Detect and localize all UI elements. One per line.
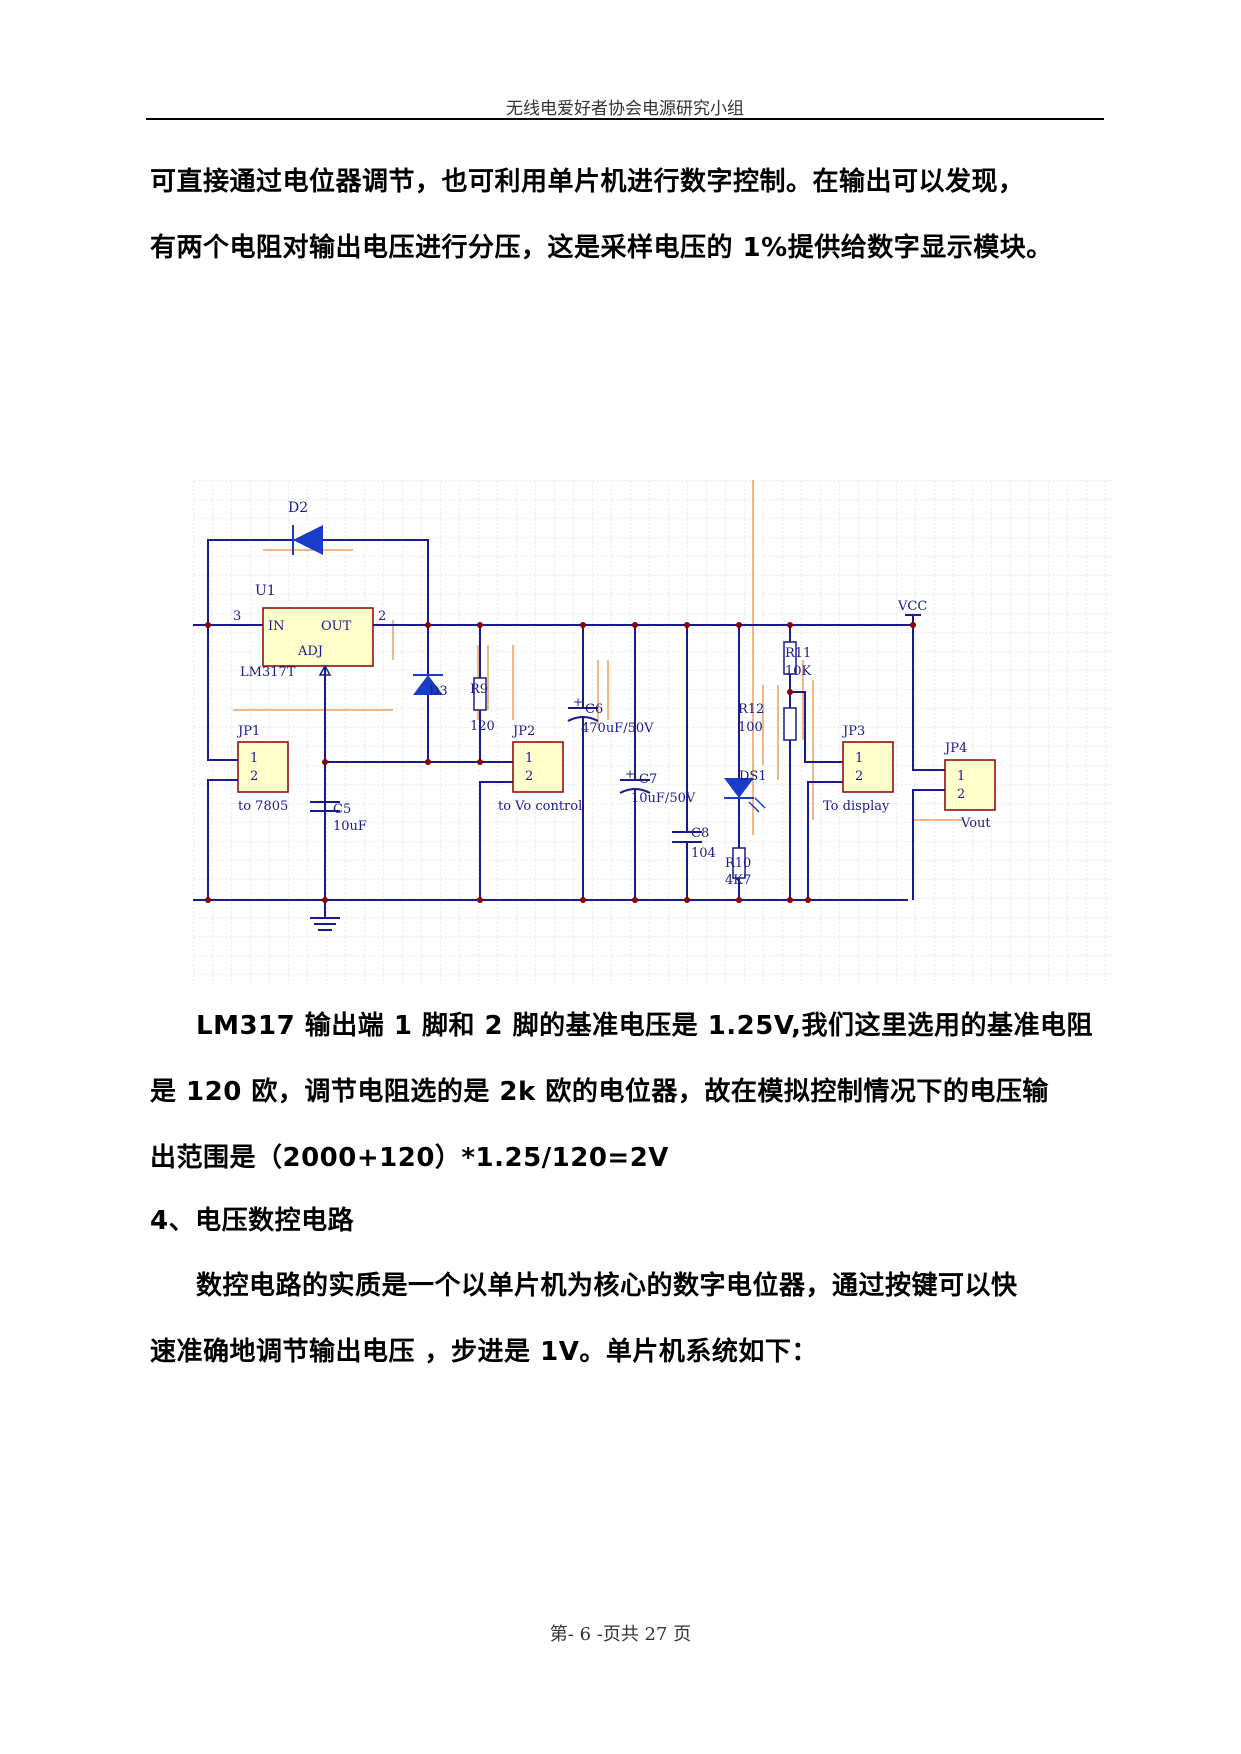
regulator-u1 [262, 607, 374, 667]
circuit-schematic: D2 U1 3 2 IN OUT ADJ LM317T D3 R9 120 + … [193, 480, 1113, 985]
label-d3: D3 [429, 684, 448, 699]
label-r11: R11 [785, 646, 811, 661]
label-r10: R10 [725, 856, 751, 871]
jp3-pin-1: 1 [855, 751, 863, 766]
capacitor-c7 [619, 779, 651, 794]
highlight-marks [233, 480, 963, 835]
label-c5: C5 [333, 802, 351, 817]
label-c8: C8 [691, 826, 709, 841]
page-footer: 第- 6 -页共 27 页 [549, 1624, 692, 1645]
resistor-r9 [473, 677, 487, 711]
label-jp4: JP4 [943, 741, 967, 756]
paragraph-3-line-2: 速准确地调节输出电压 ，步进是 1V。单片机系统如下： [150, 1337, 818, 1367]
paragraph-1: 可直接通过电位器调节，也可利用单片机进行数字控制。在输出可以发现， 有两个电阻对… [150, 149, 1105, 281]
label-adj: ADJ [297, 644, 323, 659]
paragraph-3-line-1: 数控电路的实质是一个以单片机为核心的数字电位器，通过按键可以快 [196, 1271, 1018, 1301]
label-vcc: VCC [897, 599, 927, 614]
resistor-r12 [783, 707, 797, 741]
adj-arrow-icon [318, 664, 332, 676]
label-c5-value: 10uF [333, 819, 367, 834]
diode-d3 [413, 674, 443, 695]
page-header: 无线电爱好者协会电源研究小组 [506, 99, 744, 119]
paragraph-2-line-1: LM317 输出端 1 脚和 2 脚的基准电压是 1.25V,我们这里选用的基准… [196, 1011, 1094, 1041]
connector-jp4 [944, 759, 996, 811]
connector-jp1 [237, 741, 289, 793]
jp1-pin-1: 1 [250, 751, 258, 766]
jp2-pin-2: 2 [525, 769, 533, 784]
paragraph-3: 数控电路的实质是一个以单片机为核心的数字电位器，通过按键可以快 速准确地调节输出… [150, 1253, 1105, 1385]
connector-jp3 [842, 741, 894, 793]
label-r11-value: 10K [785, 664, 812, 679]
label-pin3: 3 [233, 609, 241, 624]
label-in: IN [268, 619, 285, 634]
label-lm317t: LM317T [240, 665, 296, 680]
paragraph-1-line-1: 可直接通过电位器调节，也可利用单片机进行数字控制。在输出可以发现， [150, 167, 1025, 197]
section-heading: 4、电压数控电路 [150, 1206, 355, 1236]
capacitor-c8 [672, 831, 702, 843]
c7-plus: + [625, 767, 635, 781]
paragraph-2-line-3: 出范围是（2000+120）*1.25/120=2V [150, 1143, 669, 1173]
jp4-pin-2: 2 [957, 787, 965, 802]
label-r9: R9 [470, 682, 488, 697]
jp2-pin-1: 1 [525, 751, 533, 766]
resistor-r10 [732, 847, 746, 879]
label-c7-value: 10uF/50V [631, 791, 696, 806]
label-jp4-desc: Vout [960, 816, 991, 831]
label-r10-value: 4K7 [725, 873, 751, 888]
resistor-r11 [783, 641, 797, 675]
paragraph-1-line-2: 有两个电阻对输出电压进行分压，这是采样电压的 1%提供给数字显示模块。 [150, 233, 1053, 263]
label-jp1-desc: to 7805 [238, 799, 288, 814]
jp4-pin-1: 1 [957, 769, 965, 784]
c6-plus: + [573, 695, 583, 709]
label-r12: R12 [738, 702, 764, 717]
label-d2: D2 [288, 500, 308, 516]
jp1-pin-2: 2 [250, 769, 258, 784]
label-jp3: JP3 [841, 724, 865, 739]
label-jp1: JP1 [236, 724, 260, 739]
paragraph-2: LM317 输出端 1 脚和 2 脚的基准电压是 1.25V,我们这里选用的基准… [150, 993, 1105, 1191]
led-ds1 [724, 778, 766, 813]
label-c8-value: 104 [691, 846, 716, 861]
capacitor-c6 [567, 707, 599, 722]
label-u1: U1 [255, 583, 276, 599]
label-r9-value: 120 [470, 719, 495, 734]
label-r12-value: 100 [738, 720, 763, 735]
diode-d2 [292, 525, 323, 555]
label-out: OUT [321, 619, 352, 634]
label-pin2: 2 [378, 609, 386, 624]
capacitor-c5 [310, 801, 340, 812]
header-divider [146, 118, 1104, 120]
label-c6: C6 [585, 702, 603, 717]
label-ds1: DS1 [739, 769, 767, 784]
label-c7: C7 [639, 772, 657, 787]
junction-dots [205, 622, 916, 903]
label-jp2: JP2 [511, 724, 535, 739]
label-jp2-desc: to Vo control [498, 799, 582, 814]
label-jp3-desc: To display [823, 799, 890, 814]
jp3-pin-2: 2 [855, 769, 863, 784]
paragraph-2-line-2: 是 120 欧，调节电阻选的是 2k 欧的电位器，故在模拟控制情况下的电压输 [150, 1077, 1049, 1107]
label-c6-value: 470uF/50V [581, 721, 654, 736]
connector-jp2 [512, 741, 564, 793]
